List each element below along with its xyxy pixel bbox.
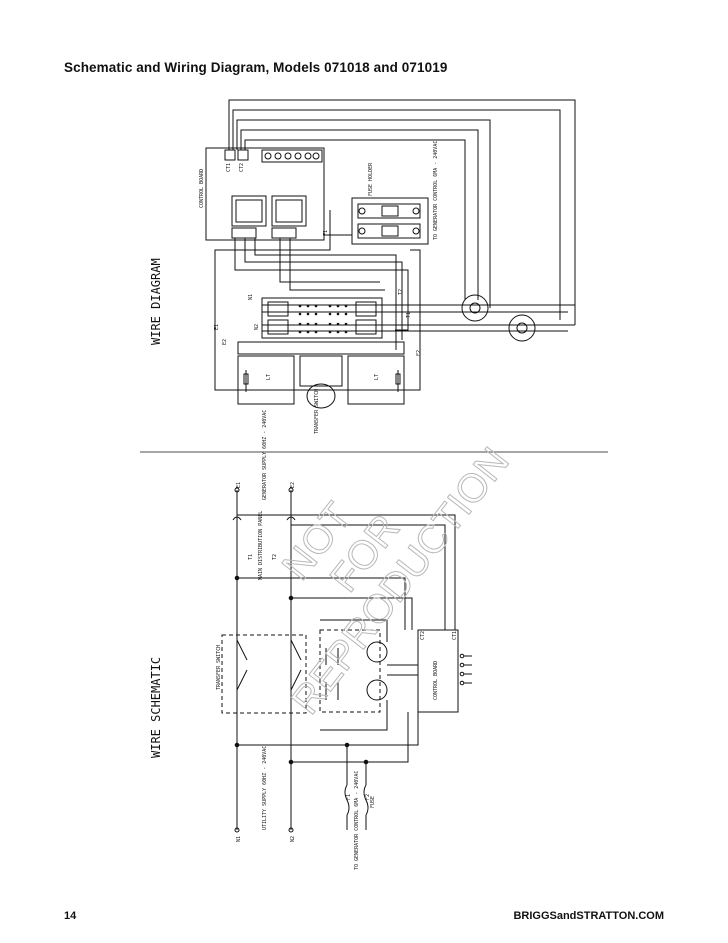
ws-t2: T2: [272, 554, 278, 560]
wire-schematic-label: WIRE SCHEMATIC: [149, 657, 163, 758]
page-title: Schematic and Wiring Diagram, Models 071…: [64, 60, 448, 75]
wd-f1: F1: [323, 230, 329, 236]
wd-f2: F2: [416, 350, 422, 356]
ws-t1: T1: [248, 554, 254, 560]
ct2-ring: [508, 314, 536, 342]
ws-fuse: FUSE: [370, 796, 376, 808]
ws-to-generator: TO GENERATOR CONTROL 6MA - 240VAC: [354, 771, 360, 870]
wd-control-board: CONTROL BOARD: [199, 169, 205, 208]
ws-n2: N2: [290, 836, 296, 842]
wd-lt2: LT: [374, 374, 380, 380]
page-number: 14: [64, 910, 77, 922]
schematic-control-board: [417, 629, 459, 713]
ws-control-board: CONTROL BOARD: [433, 661, 439, 700]
coil-e: [366, 641, 388, 663]
coil-n: [366, 679, 388, 701]
contactor: [261, 297, 383, 339]
ws-ct2: CT2: [420, 631, 426, 640]
wire-schematic: [221, 487, 472, 833]
wd-t2: T2: [398, 289, 404, 295]
wd-fuse-holder: FUSE HOLDER: [368, 162, 374, 196]
wd-transfer-switch: TRANSFER SWITCH: [314, 389, 320, 434]
ws-n1: N1: [236, 836, 242, 842]
wire-diagram: [205, 99, 576, 409]
ws-f2: F2: [365, 794, 371, 800]
ws-generator-supply: GENERATOR SUPPLY 60HZ - 240VAC: [262, 410, 268, 500]
transfer-switch: [221, 634, 307, 714]
wd-ct2: CT2: [239, 163, 245, 172]
ws-e1: E1: [236, 482, 242, 488]
control-board: [205, 147, 325, 241]
wd-e1: E1: [214, 324, 220, 330]
ct1-ring: [461, 294, 489, 322]
fuse-holder: [351, 197, 429, 245]
ws-ct1: CT1: [452, 631, 458, 640]
ws-utility-supply: UTILITY SUPPLY 60HZ - 240VAC: [262, 746, 268, 830]
wd-e2: E2: [222, 339, 228, 345]
ws-e2: E2: [290, 482, 296, 488]
website-link[interactable]: BRIGGSandSTRATTON.COM: [513, 910, 664, 922]
wd-ct1: CT1: [226, 163, 232, 172]
wd-n2: N2: [254, 324, 260, 330]
wire-diagram-label: WIRE DIAGRAM: [149, 258, 163, 345]
wd-n1: N1: [248, 294, 254, 300]
watermark-line-3: REPRODUCTION: [283, 440, 517, 723]
wd-lt: LT: [266, 374, 272, 380]
ws-transfer-switch: TRANSFER SWITCH: [216, 645, 222, 690]
ws-main-distribution: MAIN DISTRIBUTION PANEL: [258, 511, 264, 580]
ws-f1: F1: [346, 794, 352, 800]
wd-to-generator: TO GENERATOR CONTROL 6MA - 240VAC: [433, 141, 439, 240]
wd-t1: T1: [406, 312, 412, 318]
